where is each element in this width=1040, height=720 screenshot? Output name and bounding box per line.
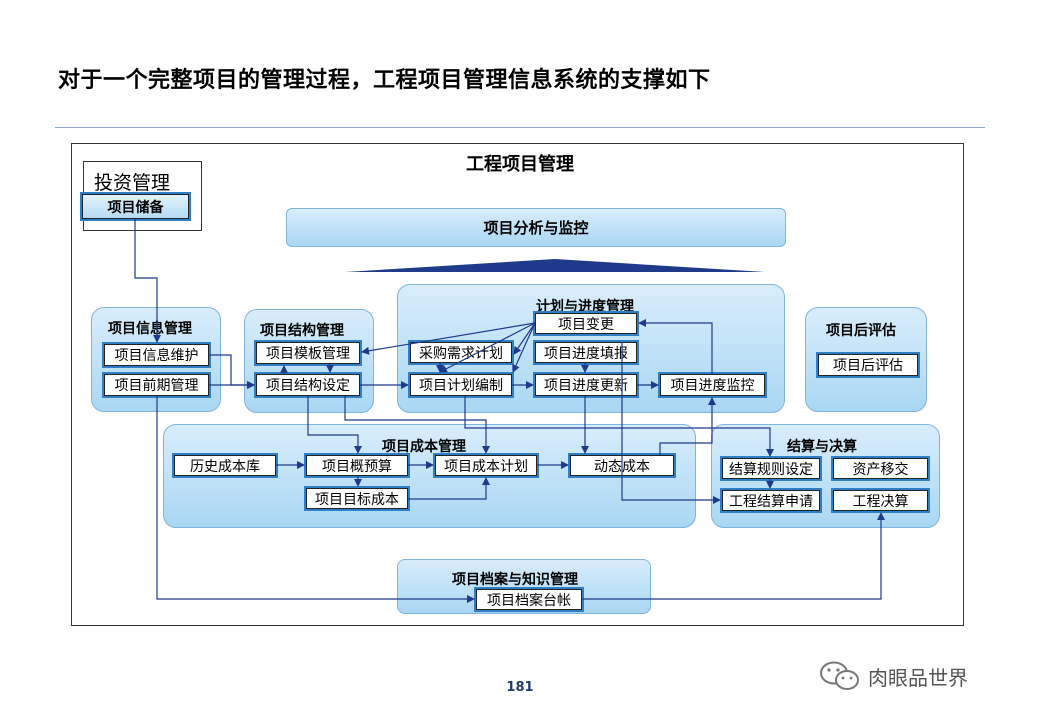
diagram-title: 工程项目管理 (466, 154, 574, 175)
archive-panel-title: 项目档案与知识管理 (452, 572, 578, 588)
progress-monitor-node[interactable]: 项目进度监控 (660, 374, 765, 396)
analysis-monitor-bar[interactable]: 项目分析与监控 (286, 208, 786, 247)
info-panel-title: 项目信息管理 (108, 321, 192, 337)
project-reserve-node[interactable]: 项目储备 (82, 194, 189, 219)
settle-panel-title: 结算与决算 (787, 439, 857, 455)
settle-rule-node[interactable]: 结算规则设定 (722, 458, 820, 479)
structure-setting-node[interactable]: 项目结构设定 (256, 374, 360, 396)
early-stage-node[interactable]: 项目前期管理 (104, 374, 209, 396)
post-eval-panel-title: 项目后评估 (826, 323, 896, 339)
progress-update-node[interactable]: 项目进度更新 (535, 374, 637, 396)
cost-plan-node[interactable]: 项目成本计划 (435, 455, 537, 476)
plan-compile-node[interactable]: 项目计划编制 (410, 374, 512, 396)
budget-node[interactable]: 项目概预算 (306, 455, 408, 476)
brand-watermark: 肉眼品世界 (818, 659, 968, 693)
title-divider (55, 127, 985, 128)
plan-panel-title: 计划与进度管理 (536, 299, 634, 315)
purchase-plan-node[interactable]: 采购需求计划 (410, 342, 512, 363)
structure-panel-title: 项目结构管理 (260, 323, 344, 339)
dynamic-cost-node[interactable]: 动态成本 (570, 455, 674, 476)
invest-panel-title: 投资管理 (94, 172, 171, 194)
cost-panel: 项目成本管理 (163, 424, 696, 528)
settle-apply-node[interactable]: 工程结算申请 (722, 490, 820, 511)
post-eval-node[interactable]: 项目后评估 (818, 354, 918, 376)
template-mgmt-node[interactable]: 项目模板管理 (256, 342, 360, 364)
final-account-node[interactable]: 工程决算 (833, 490, 928, 511)
cost-panel-title: 项目成本管理 (382, 439, 466, 455)
page-number: 181 (506, 680, 534, 695)
brand-name: 肉眼品世界 (868, 665, 968, 690)
asset-transfer-node[interactable]: 资产移交 (833, 458, 928, 479)
info-maintain-node[interactable]: 项目信息维护 (104, 344, 209, 366)
slide-title: 对于一个完整项目的管理过程，工程项目管理信息系统的支撑如下 (58, 68, 711, 93)
wechat-icon (820, 661, 859, 690)
archive-ledger-node[interactable]: 项目档案台帐 (476, 589, 582, 610)
history-cost-node[interactable]: 历史成本库 (174, 455, 276, 476)
project-change-node[interactable]: 项目变更 (535, 313, 637, 334)
progress-fill-node[interactable]: 项目进度填报 (535, 342, 637, 363)
target-cost-node[interactable]: 项目目标成本 (306, 488, 408, 509)
